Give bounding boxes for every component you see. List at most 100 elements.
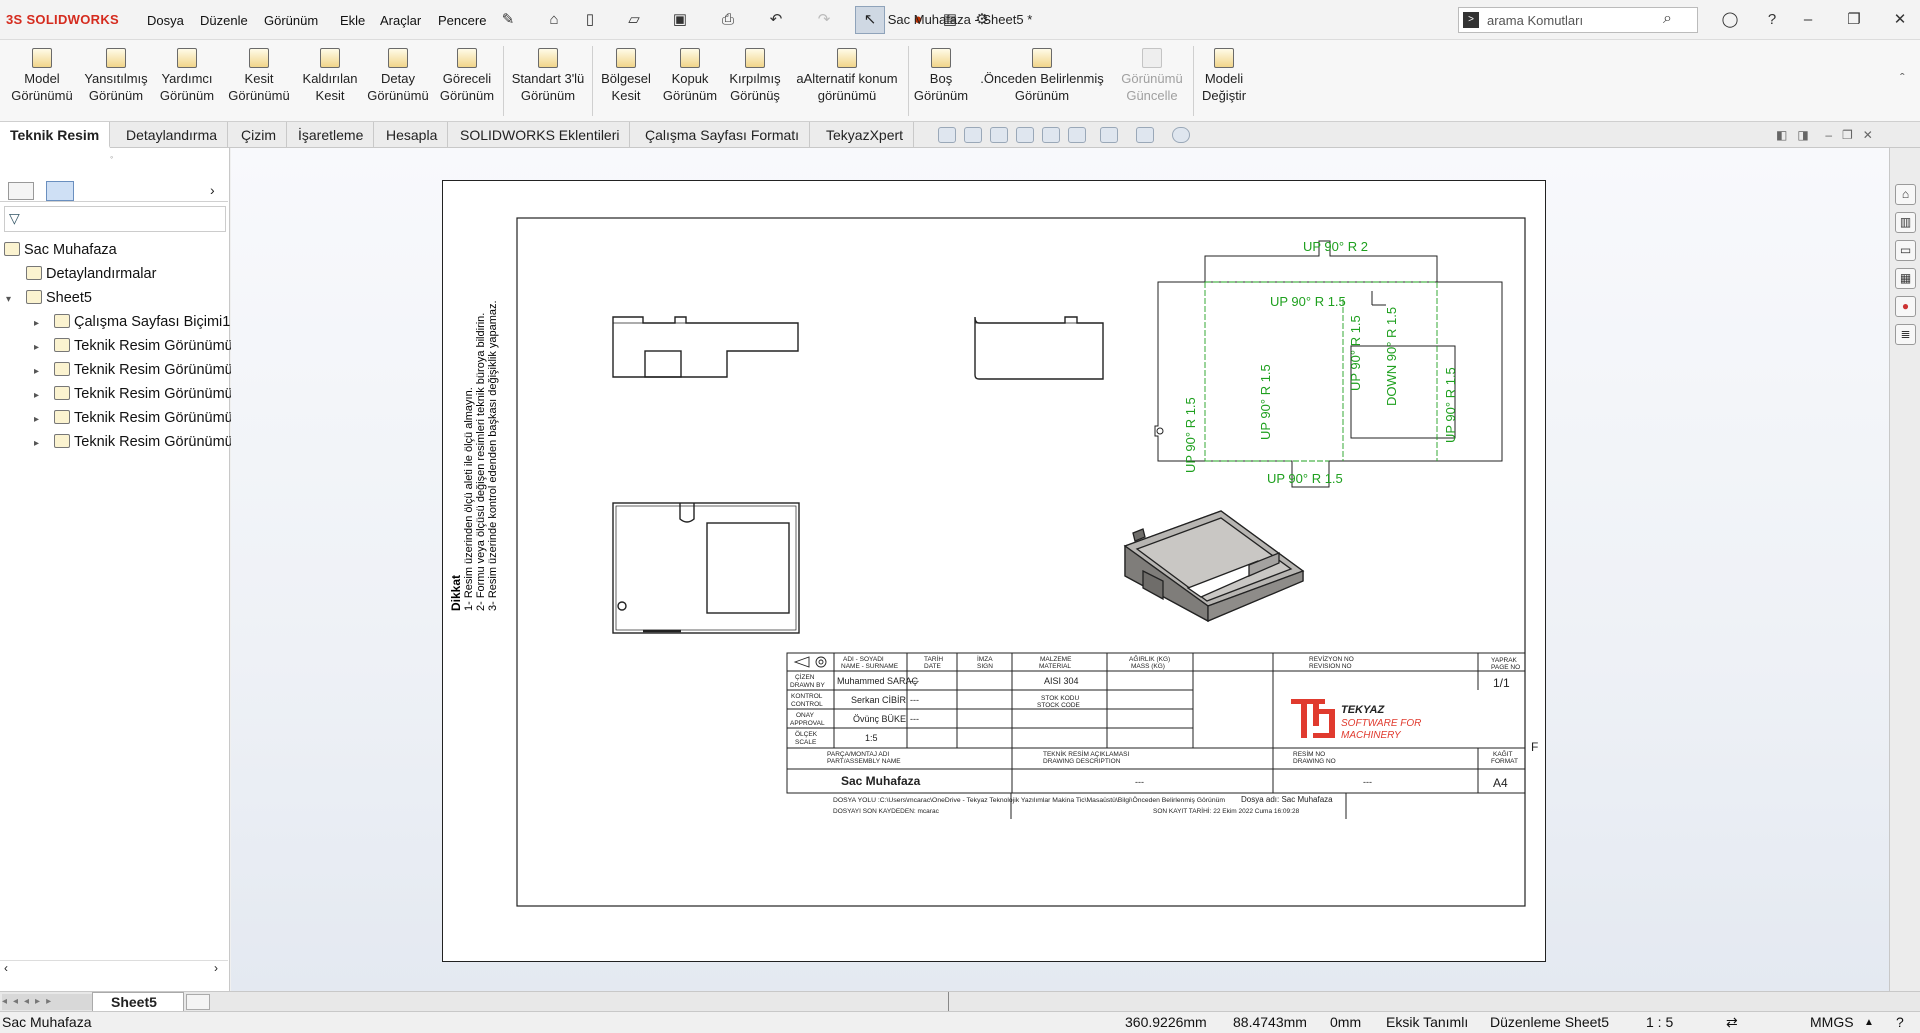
restore-icon[interactable]: ❐	[1847, 11, 1861, 28]
doc-window-controls[interactable]: ◧ ◨ – ❐ ✕	[1776, 128, 1873, 142]
expand-toggle-icon[interactable]: ▾	[6, 294, 12, 305]
property-manager-tab-icon[interactable]	[46, 181, 74, 201]
gear-icon[interactable]: ⚙	[975, 11, 989, 28]
tab-tekyazxpert[interactable]: TekyazXpert	[816, 122, 915, 148]
help-status-icon[interactable]: ?	[1896, 1014, 1904, 1030]
save-icon[interactable]: ▣	[672, 11, 688, 28]
panel-expand-icon[interactable]: ›	[210, 182, 215, 198]
tree-item[interactable]: ▸Teknik Resim Görünümü5	[0, 430, 241, 454]
pin-icon[interactable]: ✎	[501, 11, 515, 28]
collapse-ribbon-icon[interactable]: ˆ	[1900, 70, 1905, 86]
zoom-to-area-icon[interactable]	[964, 127, 982, 143]
file-explorer-icon[interactable]: ▭	[1895, 240, 1916, 261]
tab-teknik-resim[interactable]: Teknik Resim	[0, 122, 111, 148]
tree-item[interactable]: ▸Teknik Resim Görünümü3	[0, 382, 241, 406]
display-style-icon[interactable]	[1068, 127, 1086, 143]
search-icon[interactable]: ⌕	[1663, 10, 1672, 27]
expand-toggle-icon[interactable]: ▸	[34, 438, 40, 449]
traffic-light-icon[interactable]: ●	[913, 10, 923, 28]
menu-dosya[interactable]: Dosya	[147, 13, 184, 28]
scroll-right-icon[interactable]: ›	[214, 961, 218, 975]
status-units[interactable]: MMGS	[1810, 1014, 1854, 1030]
tree-item[interactable]: ▸Teknik Resim Görünümü1	[0, 334, 241, 358]
solidworks-logo[interactable]: 3S SOLIDWORKS	[6, 12, 119, 27]
close-icon[interactable]: ✕	[1893, 11, 1907, 28]
view-setting-icon[interactable]	[1136, 127, 1154, 143]
expand-toggle-icon[interactable]: ▸	[34, 414, 40, 425]
menu-gorunum[interactable]: Görünüm	[264, 13, 319, 28]
units-dropdown-icon[interactable]: ▲	[1864, 1017, 1874, 1028]
file-properties-icon[interactable]: ▤	[942, 11, 958, 28]
print-icon[interactable]: ⎙	[721, 10, 734, 28]
expand-toggle-icon[interactable]: ▸	[34, 390, 40, 401]
panel-grip-icon[interactable]: ◦	[110, 152, 114, 162]
tab-solidworks-eklentileri[interactable]: SOLIDWORKS Eklentileri	[450, 122, 631, 148]
zoom-to-fit-icon[interactable]	[938, 127, 956, 143]
horizontal-scrollbar[interactable]: ‹ ›	[0, 960, 228, 976]
tree-item[interactable]: ▾Sheet5	[0, 286, 228, 310]
user-account-icon[interactable]: ◯	[1721, 11, 1739, 28]
solidworks-resources-icon[interactable]: ⌂	[1895, 184, 1916, 205]
redo-icon[interactable]: ↷	[817, 11, 831, 28]
open-icon[interactable]: ▱	[628, 11, 640, 28]
rotate-icon[interactable]	[1042, 127, 1060, 143]
home-icon[interactable]: ⌂	[549, 10, 559, 28]
help-icon[interactable]: ?	[1767, 10, 1777, 28]
hide-show-icon[interactable]	[1100, 127, 1118, 143]
sheet-tab-sheet5[interactable]: Sheet5	[92, 992, 184, 1012]
tab-hesapla[interactable]: Hesapla	[376, 122, 449, 148]
pan-icon[interactable]	[1016, 127, 1034, 143]
drawing-sheet[interactable]: Dikkat 1- Resim üzerinden ölçü aleti ile…	[442, 180, 1546, 962]
select-tool-button[interactable]: ↖	[855, 6, 885, 34]
tree-item[interactable]: ▸Çalışma Sayfası Biçimi1	[0, 310, 230, 334]
tree-root[interactable]: Sac Muhafaza	[0, 238, 228, 262]
tab-calisma-sayfasi-formati[interactable]: Çalışma Sayfası Formatı	[635, 122, 811, 148]
tree-filter[interactable]: ▽	[4, 206, 226, 232]
zoom-in-out-icon[interactable]	[990, 127, 1008, 143]
tree-item[interactable]: ▸Teknik Resim Görünümü4	[0, 406, 241, 430]
tab-isaretleme[interactable]: İşaretleme	[288, 122, 375, 148]
custom-properties-icon[interactable]: ≣	[1895, 324, 1916, 345]
tree-item[interactable]: ▸Teknik Resim Görünümü2	[0, 358, 241, 382]
menu-ekle[interactable]: Ekle	[340, 13, 366, 28]
scroll-left-icon[interactable]: ‹	[4, 961, 8, 975]
minimize-icon[interactable]: –	[1803, 10, 1813, 28]
menu-araclar[interactable]: Araçlar	[380, 13, 422, 28]
design-library-icon[interactable]: ▥	[1895, 212, 1916, 233]
menu-pencere[interactable]: Pencere	[438, 13, 487, 28]
appearance-icon[interactable]	[1172, 127, 1190, 143]
status-scale[interactable]: 1 : 5	[1646, 1014, 1674, 1030]
expand-toggle-icon[interactable]: ▸	[34, 366, 40, 377]
appearances-icon[interactable]: ●	[1895, 296, 1916, 317]
tree-item[interactable]: Detaylandırmalar	[0, 262, 228, 286]
search-box[interactable]: > arama Komutları ⌕	[1458, 7, 1698, 33]
tab-detaylandirma[interactable]: Detaylandırma	[116, 122, 229, 148]
sheet-nav-arrows[interactable]: ◂◂◂▸▸	[2, 994, 92, 1010]
rebuild-icon[interactable]: ⇄	[1726, 1014, 1738, 1030]
tab-cizim[interactable]: Çizim	[231, 122, 287, 148]
feature-manager-tab-icon[interactable]	[8, 182, 34, 200]
expand-toggle-icon[interactable]: ▸	[34, 342, 40, 353]
add-sheet-icon[interactable]	[186, 994, 210, 1010]
undo-icon[interactable]: ↶	[769, 11, 783, 28]
new-document-icon[interactable]: ▯	[585, 11, 595, 28]
view-palette-icon[interactable]: ▦	[1895, 268, 1916, 289]
expand-toggle-icon[interactable]: ▸	[34, 318, 40, 329]
menu-duzenle[interactable]: Düzenle	[200, 13, 248, 28]
